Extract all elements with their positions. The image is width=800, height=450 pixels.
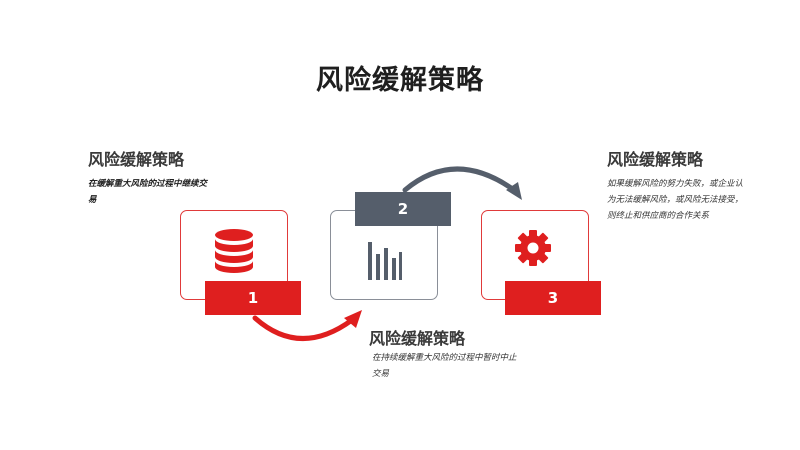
step3-number-box: 3: [505, 281, 601, 315]
step2-number: 2: [397, 200, 409, 218]
step1-description-line1: 在缓解重大风险的过程中继续交: [88, 179, 208, 189]
step1-description-line2: 易: [88, 195, 97, 205]
gear-icon: [515, 230, 551, 266]
step3-number: 3: [547, 289, 559, 307]
step1-description: 在缓解重大风险的过程中继续交 易: [88, 176, 248, 208]
step2-number-box: 2: [355, 192, 451, 226]
step3-description-line3: 则终止和供应商的合作关系: [607, 211, 710, 221]
step3-description: 如果缓解风险的努力失败，或企业认 为无法缓解风险，或风险无法接受， 则终止和供应…: [607, 176, 782, 224]
page-title: 风险缓解策略: [316, 65, 484, 96]
step3-description-line1: 如果缓解风险的努力失败，或企业认: [607, 179, 744, 189]
bar-chart-icon: [368, 242, 402, 280]
step2-heading: 风险缓解策略: [369, 329, 466, 348]
step2-description: 在持续缓解重大风险的过程中暂时中止 交易: [372, 350, 542, 382]
step1-number-box: 1: [205, 281, 301, 315]
step1-heading: 风险缓解策略: [88, 150, 185, 169]
database-icon: [215, 229, 253, 273]
step2-description-line1: 在持续缓解重大风险的过程中暂时中止: [372, 353, 517, 363]
step2-description-line2: 交易: [372, 369, 390, 379]
step3-heading: 风险缓解策略: [607, 150, 704, 169]
step1-number: 1: [247, 289, 259, 307]
step3-description-line2: 为无法缓解风险，或风险无法接受，: [607, 195, 744, 205]
